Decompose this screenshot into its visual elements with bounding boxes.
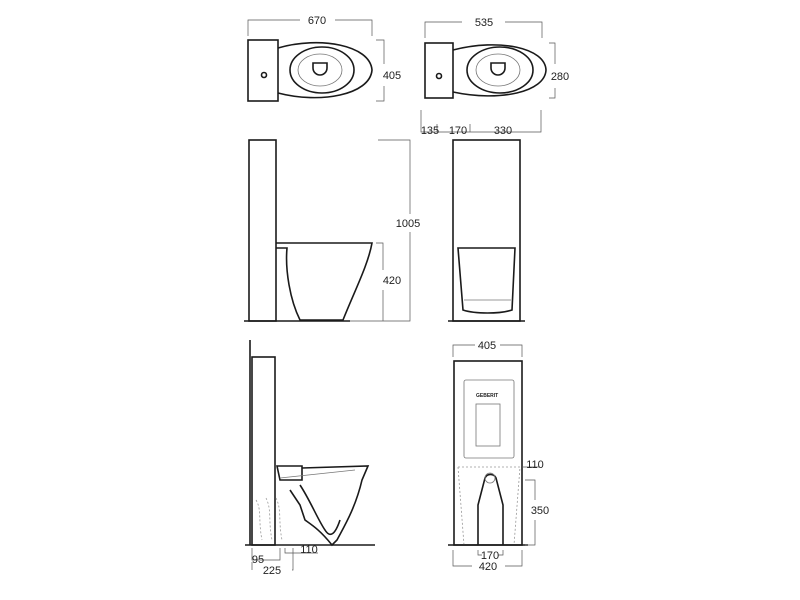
dim-420-side: 420 [383,275,401,287]
dim-330: 330 [494,125,512,137]
brand-geberit: GEBERIT [476,393,498,399]
dim-170-front: 170 [481,550,499,562]
section-front [448,344,540,567]
dim-350: 350 [531,505,549,517]
dim-420-front: 420 [479,561,497,573]
side-elevation [244,139,411,322]
front-elevation [448,139,525,322]
dim-110-side: 110 [300,544,318,556]
dim-135: 135 [421,125,439,137]
dim-95: 95 [252,554,264,566]
dim-405-top: 405 [383,70,401,82]
dim-170-top: 170 [449,125,467,137]
plan-view-right [420,21,556,133]
section-side [245,340,375,571]
plan-view-left [247,19,385,102]
dim-1005: 1005 [396,218,420,230]
dim-110-front: 110 [526,459,544,471]
dim-405-front: 405 [478,340,496,352]
dim-225: 225 [263,565,281,577]
dim-535: 535 [475,17,493,29]
dim-280: 280 [551,71,569,83]
dim-670: 670 [308,15,326,27]
